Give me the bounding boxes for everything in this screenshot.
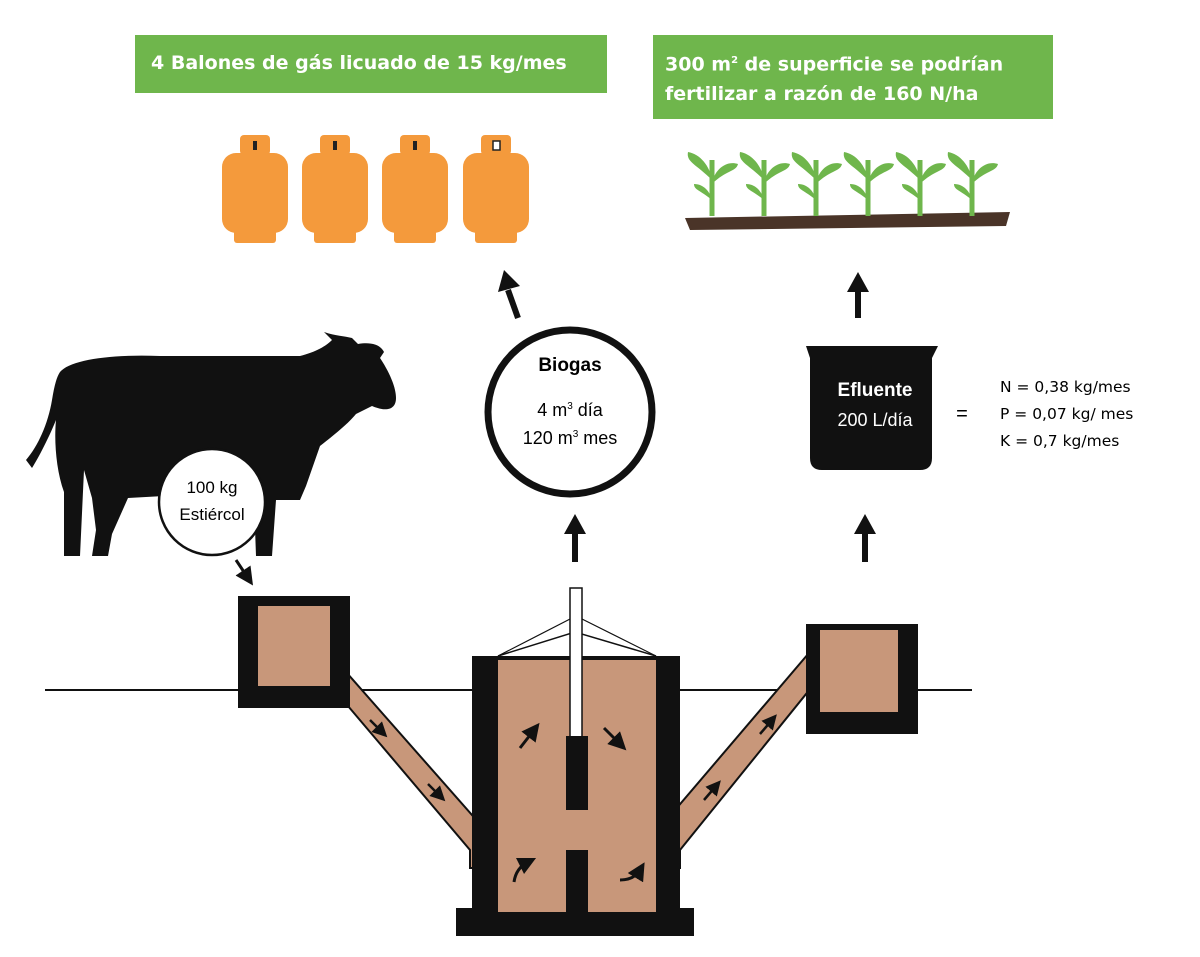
arrow-up-icon — [854, 514, 876, 562]
gas-cylinder-icon — [222, 135, 288, 243]
gas-cylinders — [222, 135, 529, 243]
effluent-container — [806, 346, 938, 470]
digester-tank — [456, 587, 694, 936]
gas-cylinder-icon — [302, 135, 368, 243]
seedling-icon — [843, 152, 894, 216]
biogas-monthly: 120 m3 mes — [522, 428, 618, 448]
gas-banner: 4 Balones de gás licuado de 15 kg/mes — [135, 35, 607, 93]
fertilizer-banner: 300 m2 de superficie se podrían fertiliz… — [653, 35, 1053, 119]
equals-sign: = — [956, 403, 968, 425]
agitator — [566, 736, 588, 810]
manure-circle — [157, 447, 267, 557]
seedling-icon — [687, 152, 738, 216]
manure-amount: 100 kg — [186, 478, 238, 497]
seedling-icon — [895, 152, 946, 216]
nutrient-potassium: K = 0,7 kg/mes — [1000, 432, 1120, 450]
inlet-pipe — [324, 670, 495, 869]
effluent-title: Efluente — [837, 380, 913, 401]
seedling-icon — [739, 152, 790, 216]
biogas-daily: 4 m3 día — [537, 400, 603, 420]
gas-cylinder-icon — [382, 135, 448, 243]
arrow-up-icon — [847, 272, 869, 318]
effluent-rate: 200 L/día — [837, 410, 913, 430]
biogas-title: Biogas — [538, 355, 602, 376]
cow-icon — [26, 332, 396, 556]
inlet-tank — [238, 596, 350, 708]
soil-strip — [685, 212, 1010, 230]
outlet-flow-arrow-2 — [759, 714, 777, 735]
nutrient-phosphorus: P = 0,07 kg/ mes — [1000, 405, 1134, 423]
inlet-flow-arrow-2 — [427, 783, 446, 802]
gas-cylinder-icon — [463, 135, 529, 243]
manure-label: Estiércol — [179, 505, 245, 524]
seedling-icon — [791, 152, 842, 216]
arrow-up-icon — [564, 514, 586, 562]
inlet-flow-arrow-1 — [369, 719, 388, 738]
gas-pipe — [569, 587, 583, 739]
nutrient-nitrogen: N = 0,38 kg/mes — [1000, 378, 1131, 396]
outlet-flow-arrow-1 — [703, 780, 721, 801]
seedling-icon — [947, 152, 998, 216]
seedling-row — [685, 152, 1010, 230]
manure-arrow — [234, 559, 253, 586]
arrow-up-icon — [498, 270, 521, 320]
outlet-tank — [806, 624, 918, 734]
biogas-circle — [484, 326, 656, 498]
flow-arrows — [498, 270, 876, 562]
